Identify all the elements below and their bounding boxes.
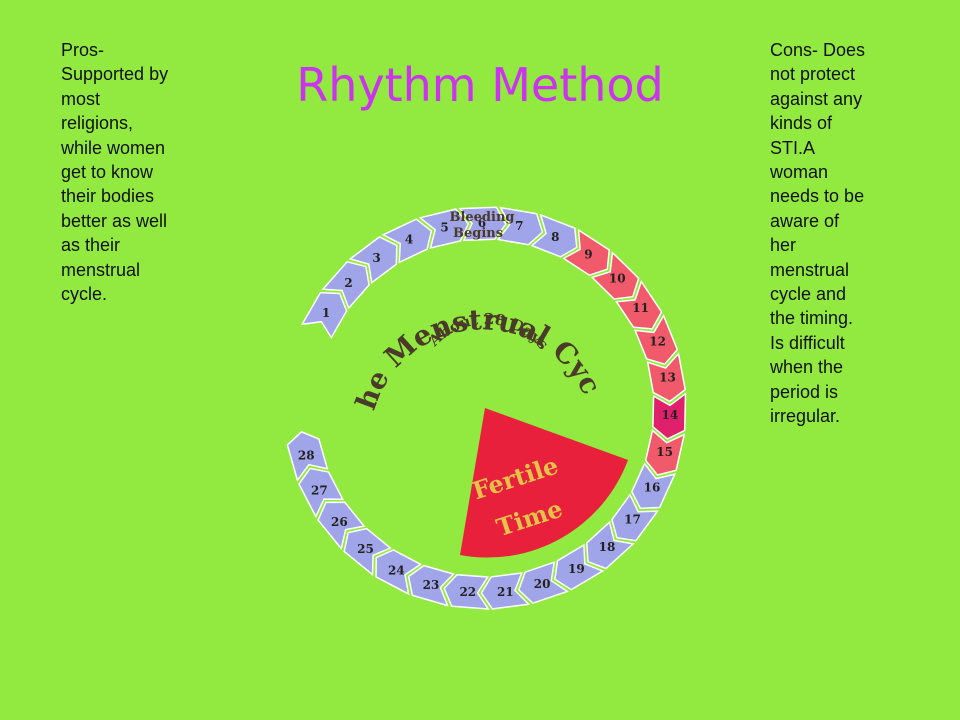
day-arrow xyxy=(407,564,455,607)
day-number: 10 xyxy=(609,272,626,286)
day-arrow xyxy=(443,573,490,610)
day-number: 3 xyxy=(372,251,380,265)
day-arrow xyxy=(630,462,677,510)
fertile-time-wedge xyxy=(460,408,628,558)
day-number: 16 xyxy=(644,481,661,495)
day-arrow xyxy=(418,208,470,250)
day-number: 22 xyxy=(459,585,476,599)
day-number: 5 xyxy=(440,221,448,235)
day-arrow xyxy=(517,561,569,605)
day-number: 1 xyxy=(322,306,330,320)
day-arrow xyxy=(590,250,640,300)
cycle-heading: The Menstrual Cycle xyxy=(0,0,608,414)
day-number: 21 xyxy=(497,585,514,599)
day-arrow xyxy=(644,429,686,476)
day-number: 13 xyxy=(659,371,676,385)
day-arrow xyxy=(298,467,345,519)
day-number: 18 xyxy=(599,540,616,554)
day-number: 15 xyxy=(656,445,673,459)
day-number: 8 xyxy=(551,230,559,244)
day-number: 14 xyxy=(662,408,679,422)
day-arrow xyxy=(496,206,544,246)
day-arrow xyxy=(554,543,605,591)
day-number: 20 xyxy=(534,577,551,591)
bleeding-begins-line2: Begins xyxy=(453,226,503,241)
day-number: 12 xyxy=(649,334,666,348)
day-arrow xyxy=(375,549,423,596)
day-number: 7 xyxy=(515,219,523,233)
day-arrow xyxy=(381,218,433,264)
day-arrow xyxy=(633,314,679,366)
day-arrow xyxy=(317,501,366,551)
cons-text: Cons- Does not protect against any kinds… xyxy=(770,40,866,427)
day-arrow xyxy=(611,493,660,542)
day-number: 17 xyxy=(624,513,641,527)
day-arrow xyxy=(343,527,392,577)
day-arrow xyxy=(321,260,370,310)
day-number: 2 xyxy=(344,276,352,290)
day-arrow xyxy=(646,352,687,403)
day-number: 28 xyxy=(298,448,315,462)
day-arrow xyxy=(586,520,635,570)
day-number: 25 xyxy=(357,542,374,556)
day-arrow xyxy=(300,291,348,340)
day-number: 27 xyxy=(311,483,328,497)
day-number: 6 xyxy=(478,216,486,230)
bleeding-begins-line1: Bleeding xyxy=(449,210,514,225)
day-number: 24 xyxy=(388,563,405,577)
day-number: 19 xyxy=(568,562,585,576)
day-arrow xyxy=(480,572,531,610)
day-number: 23 xyxy=(423,578,440,592)
day-number: 9 xyxy=(584,248,592,262)
day-number: 11 xyxy=(632,301,649,315)
day-arrow xyxy=(615,279,663,330)
pros-text: Pros- Supported by most religions, while… xyxy=(61,40,169,305)
day-arrow xyxy=(652,392,687,440)
day-arrow xyxy=(286,430,329,482)
day-arrow xyxy=(562,228,611,277)
day-arrow xyxy=(348,236,398,284)
day-arrow xyxy=(458,206,507,242)
slide-title: Rhythm Method xyxy=(296,58,664,112)
day-number: 4 xyxy=(405,232,413,246)
day-number: 26 xyxy=(331,515,348,529)
day-arrow xyxy=(530,213,578,258)
